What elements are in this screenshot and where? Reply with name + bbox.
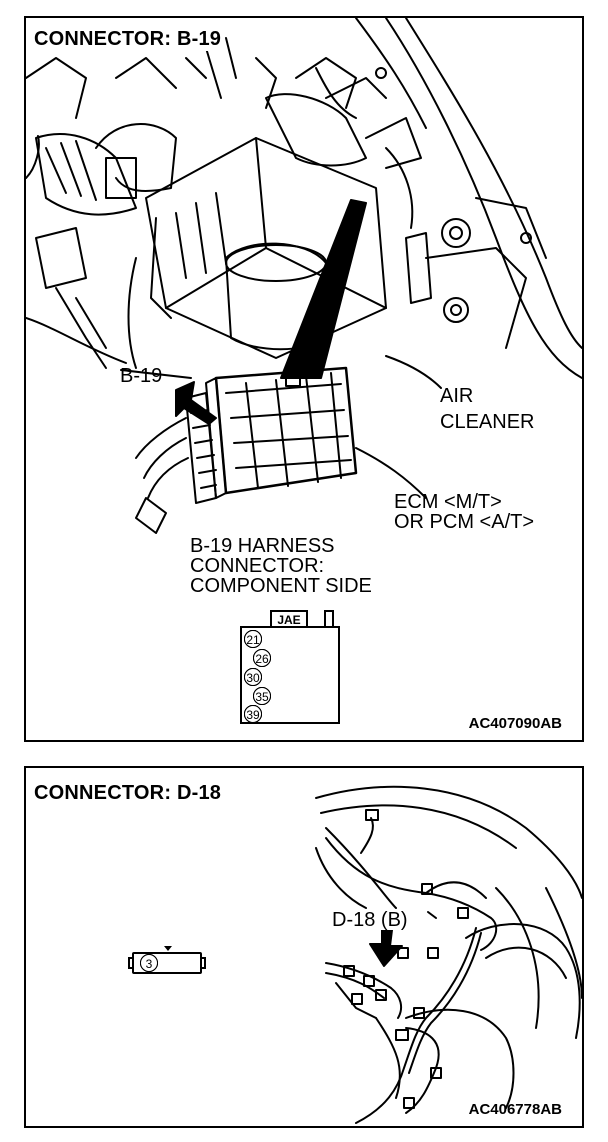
connector-key-notch [164, 946, 172, 951]
figure-code: AC406778AB [468, 1101, 562, 1118]
connector-d18-panel: CONNECTOR: D-18 D-18 (B) 1 2 3 AC406778A… [24, 766, 584, 1128]
d18-connector-face: 1 2 3 [128, 946, 206, 976]
pin: 35 [253, 687, 271, 705]
pin: 30 [244, 668, 262, 686]
pin: 39 [244, 705, 262, 723]
connector-lock-tab [324, 610, 334, 628]
d18-pointer-label: D-18 (B) [332, 909, 408, 931]
connector-b19-panel: CONNECTOR: B-19 B-19 AIR CLEANER ECM <M/… [24, 16, 584, 742]
ecm-label-line1: ECM <M/T> [394, 491, 502, 513]
pin: 3 [140, 954, 158, 972]
engine-bay-illustration [26, 18, 582, 534]
connector-ear-left [128, 957, 132, 969]
b19-pointer-label: B-19 [120, 365, 163, 387]
rear-body-illustration [315, 785, 582, 1124]
panel-title: CONNECTOR: D-18 [30, 782, 226, 805]
pin: 21 [244, 630, 262, 648]
ecm-label-line2: OR PCM <A/T> [394, 511, 535, 533]
b19-connector-face: JAE 25 24 23 22 21 29 28 27 26 34 33 32 … [240, 610, 340, 724]
harness-label-line2: CONNECTOR: [190, 555, 325, 577]
air-cleaner-label-line2: CLEANER [440, 411, 535, 433]
connector-ear-right [202, 957, 206, 969]
harness-label-line1: B-19 HARNESS [190, 535, 335, 557]
pin: 26 [253, 649, 271, 667]
panel-title: CONNECTOR: B-19 [30, 28, 226, 51]
connector-maker-tab: JAE [270, 610, 308, 628]
harness-label-line3: COMPONENT SIDE [190, 575, 372, 597]
air-cleaner-label-line1: AIR [440, 385, 474, 407]
figure-code: AC407090AB [468, 715, 562, 732]
